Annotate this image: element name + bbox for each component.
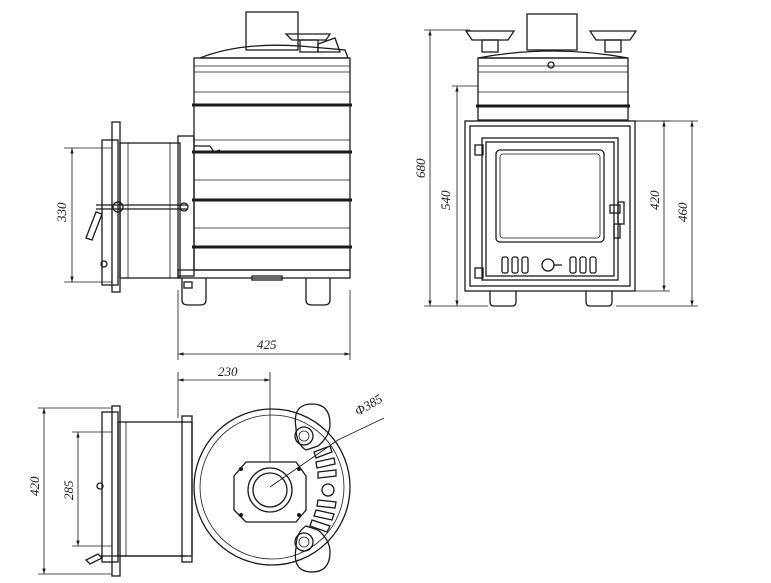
side-base-plate [177, 269, 351, 279]
top-door-handle [84, 553, 104, 565]
side-chimney-pipe [245, 11, 299, 51]
dim-front-door-height: 420 [647, 190, 662, 210]
front-body [477, 57, 629, 121]
top-grill-slots [309, 445, 337, 533]
front-left-leg [489, 291, 517, 307]
dim-top-diameter: Φ385 [352, 391, 385, 419]
side-door [101, 139, 119, 286]
front-left-knob [464, 30, 516, 53]
top-tunnel [117, 421, 193, 557]
top-lifting-handle-lower [294, 525, 331, 573]
front-right-knob [588, 30, 638, 53]
top-door [101, 411, 119, 563]
dim-front-body-height: 540 [438, 190, 453, 210]
dim-side-door-height: 330 [54, 202, 69, 223]
front-hinge-bottom [474, 267, 484, 279]
top-flue-outer [247, 467, 293, 513]
dim-top-offset: 230 [218, 364, 238, 379]
top-view [84, 403, 385, 577]
side-body [193, 57, 351, 271]
top-flue-inner [252, 472, 288, 508]
side-front-leg [181, 278, 207, 306]
dim-front-total-height: 680 [413, 158, 428, 178]
front-dimensions: 680 540 420 460 [413, 29, 698, 307]
front-air-slots [501, 256, 597, 274]
front-firebox [464, 120, 636, 292]
top-body-circle [193, 408, 351, 566]
front-hinge-top [474, 144, 484, 156]
top-flue-plate [233, 461, 307, 523]
front-chimney-pipe [526, 13, 578, 51]
side-door-handle [85, 201, 189, 241]
dim-top-door-width: 285 [61, 480, 76, 500]
front-view [464, 13, 638, 307]
top-dimensions: 230 Φ385 420 285 [27, 364, 385, 575]
dim-side-depth: 425 [257, 337, 277, 352]
front-glass [495, 149, 605, 243]
dim-top-width: 420 [27, 476, 42, 496]
side-rear-leg [305, 278, 331, 306]
side-door-frame [111, 121, 121, 293]
dim-front-box-height: 460 [675, 202, 690, 222]
side-top-cap [199, 44, 349, 59]
front-top-cap [477, 50, 629, 59]
side-view [85, 11, 352, 306]
side-tunnel-flange [177, 135, 195, 277]
top-lifting-handle-upper [294, 403, 331, 451]
side-tunnel [119, 142, 181, 279]
front-right-leg [585, 291, 613, 307]
side-top-knob [284, 33, 341, 53]
side-dimensions: 425 330 [54, 147, 351, 360]
front-door-handle [609, 201, 625, 239]
